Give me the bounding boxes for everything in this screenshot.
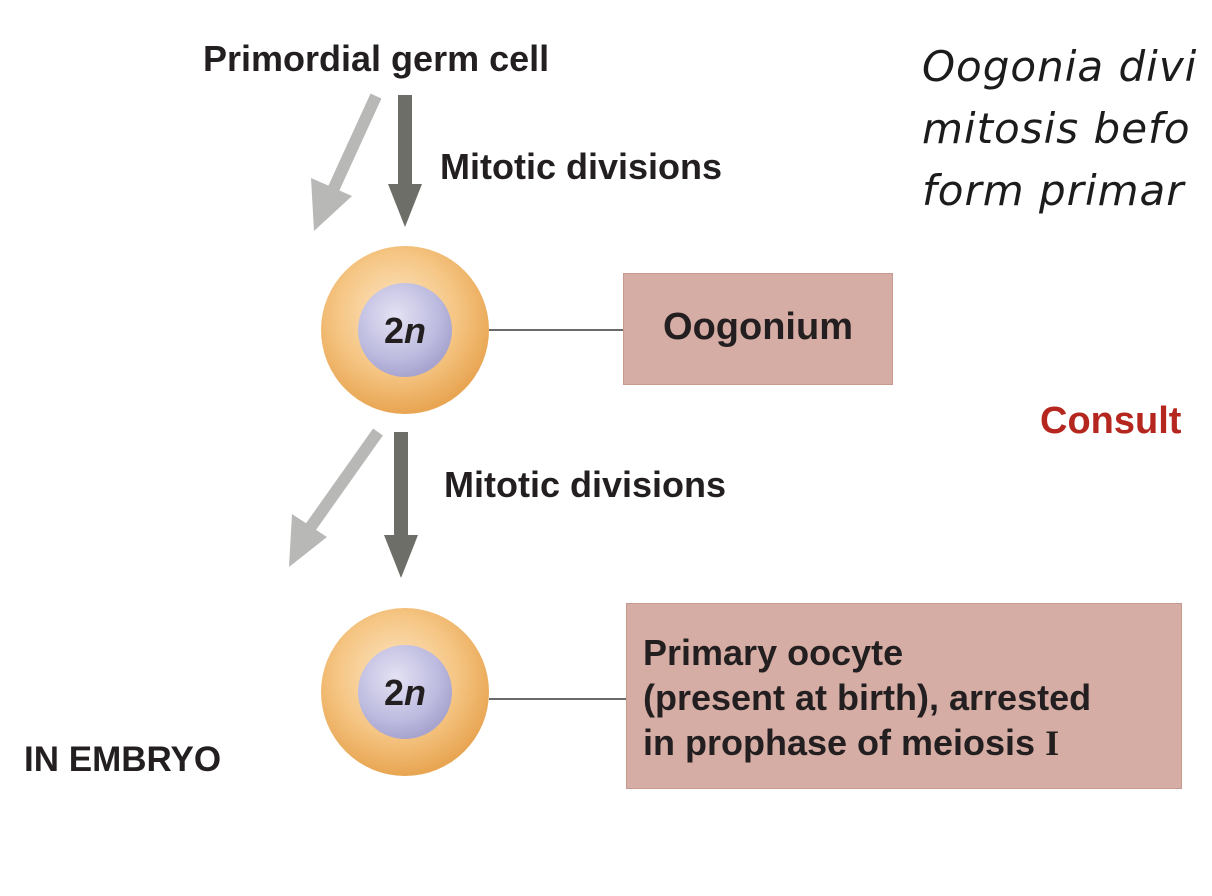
oogonium-label: Oogonium bbox=[663, 306, 853, 348]
annotation-line-1: Oogonia divi bbox=[922, 42, 1198, 91]
handwritten-annotation: Oogonia divi mitosis befo form primar bbox=[922, 36, 1197, 222]
mitotic-divisions-label-2: Mitotic divisions bbox=[444, 464, 727, 505]
mitotic-divisions-label-1: Mitotic divisions bbox=[440, 146, 723, 187]
description-line-3: in prophase of meiosis I bbox=[643, 722, 1060, 763]
dark-arrow-2 bbox=[384, 432, 418, 578]
location-label: IN EMBRYO bbox=[24, 740, 222, 779]
consult-text: Consult bbox=[1040, 400, 1182, 442]
primary-oocyte-description: Primary oocyte (present at birth), arres… bbox=[643, 630, 1091, 766]
diagram-title: Primordial germ cell bbox=[203, 38, 550, 79]
dark-arrow-1 bbox=[388, 95, 422, 227]
ploidy-label-2: 2n bbox=[384, 672, 426, 713]
light-arrow-1 bbox=[311, 93, 382, 231]
annotation-line-2: mitosis befo bbox=[922, 104, 1191, 153]
light-arrow-2 bbox=[289, 428, 383, 567]
oogonium-cell: 2n bbox=[321, 246, 489, 414]
primary-oocyte-box: Primary oocyte (present at birth), arres… bbox=[626, 603, 1182, 789]
description-line-2: (present at birth), arrested bbox=[643, 677, 1092, 718]
annotation-line-3: form primar bbox=[922, 166, 1185, 215]
ploidy-label-1: 2n bbox=[384, 310, 426, 351]
roman-numeral-one: I bbox=[1045, 723, 1060, 763]
description-line-1: Primary oocyte bbox=[643, 632, 904, 673]
oogonium-box: Oogonium bbox=[623, 273, 893, 385]
primary-oocyte-cell: 2n bbox=[321, 608, 489, 776]
